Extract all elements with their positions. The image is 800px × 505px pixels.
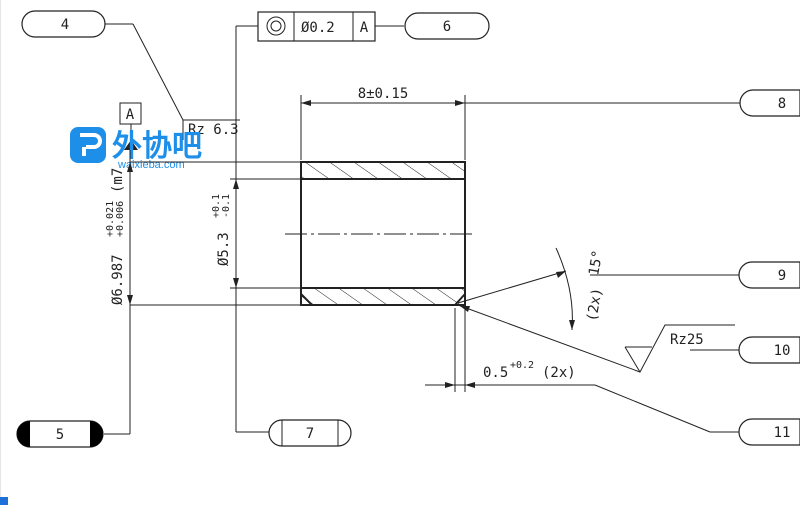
- corner-marker: [0, 497, 8, 505]
- datum-a: A: [119, 102, 142, 150]
- outer-diameter-upper: +0.021: [105, 201, 116, 237]
- angle-dimension: 15° (2x): [457, 247, 606, 331]
- chamfer-label: 0.5: [483, 365, 508, 381]
- outer-diameter-dimension: Ø6.987 +0.021 +0.006 (m7: [105, 150, 133, 434]
- inner-diameter-dimension: Ø5.3 +0.1 -0.1: [211, 160, 239, 432]
- length-label: 8±0.15: [358, 86, 409, 102]
- watermark-logo: 外协吧 waixieba.com: [70, 127, 202, 171]
- concentricity-icon: [266, 16, 286, 36]
- surface-finish-bottom: Rz25: [457, 304, 735, 374]
- balloon-8-label: 8: [778, 96, 786, 112]
- balloon-4[interactable]: 4: [21, 10, 106, 38]
- feature-control-frame: Ø0.2 A: [257, 11, 376, 42]
- chamfer-dimension: 0.5 +0.2 (2x): [425, 308, 595, 392]
- leader-4b: [132, 23, 184, 121]
- balloon-8[interactable]: 8: [739, 89, 800, 117]
- balloon-10-label: 10: [774, 343, 791, 359]
- watermark-name: 外协吧: [112, 130, 202, 163]
- inner-diameter-label: Ø5.3: [216, 232, 232, 266]
- balloon-9-label: 9: [778, 268, 786, 284]
- chamfer-tol: +0.2: [510, 360, 534, 371]
- watermark-domain: waixieba.com: [117, 159, 185, 171]
- chamfer-count: (2x): [542, 365, 576, 381]
- balloon-4-label: 4: [61, 17, 69, 33]
- datum-a-label: A: [126, 107, 135, 123]
- bushing-section: [285, 161, 475, 306]
- balloon-11[interactable]: 11: [738, 418, 800, 446]
- balloon-7-label: 7: [306, 426, 314, 442]
- rz-top-label: Rz 6.3: [188, 122, 239, 138]
- outer-fit-label: (m7: [110, 168, 126, 193]
- outer-diameter-label: Ø6.987: [110, 254, 126, 305]
- rz-bottom-label: Rz25: [670, 332, 704, 348]
- inner-diameter-lower: -0.1: [221, 194, 232, 218]
- surface-finish-top: Rz 6.3: [182, 119, 240, 140]
- inner-diameter-upper: +0.1: [211, 194, 222, 218]
- balloon-11-label: 11: [774, 425, 791, 441]
- balloon-6-label: 6: [443, 19, 451, 35]
- balloon-10[interactable]: 10: [738, 336, 800, 364]
- angle-count-label: (2x): [584, 287, 606, 323]
- length-dimension: 8±0.15: [300, 86, 740, 160]
- balloon-5-label: 5: [56, 427, 64, 443]
- balloon-6[interactable]: 6: [404, 12, 490, 40]
- fcf-datum: A: [360, 20, 369, 36]
- balloon-7[interactable]: 7: [268, 419, 352, 447]
- fcf-tolerance: Ø0.2: [301, 20, 335, 36]
- balloon-9[interactable]: 9: [738, 261, 800, 289]
- balloon-5[interactable]: 5: [16, 420, 104, 448]
- datum-triangle-icon: [124, 140, 138, 150]
- angle-label: 15°: [586, 249, 606, 277]
- outer-diameter-lower: +0.006: [115, 201, 126, 237]
